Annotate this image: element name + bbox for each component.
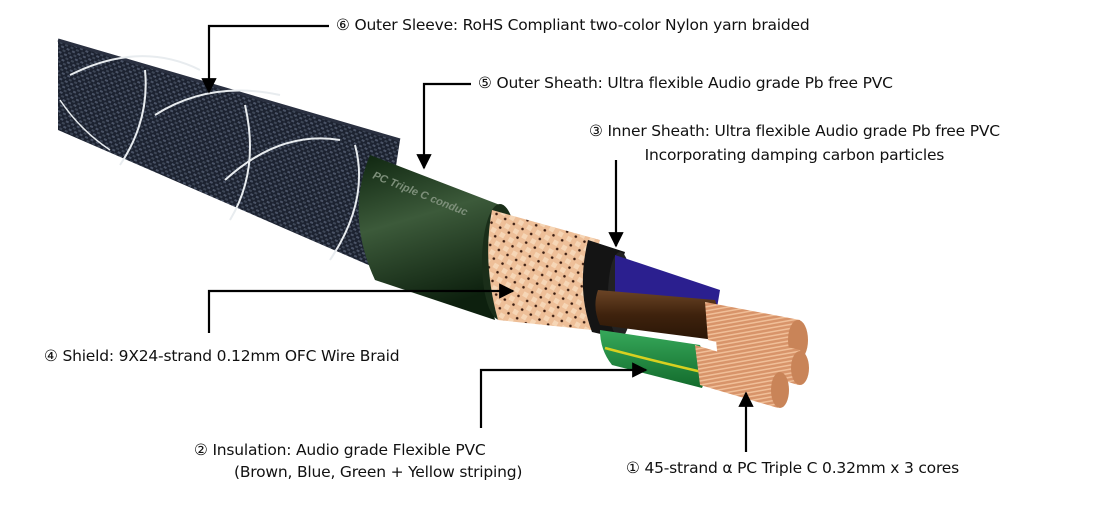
callout-insulation: ② Insulation: Audio grade Flexible PVC (…	[194, 440, 522, 482]
core-brown	[595, 290, 719, 340]
callout-number: ④	[44, 347, 58, 365]
callout-text-line2: Incorporating damping carbon particles	[644, 146, 945, 164]
callout-text: 9X24-strand 0.12mm OFC Wire Braid	[118, 347, 400, 365]
callout-text: RoHS Compliant two-color Nylon yarn brai…	[462, 16, 810, 34]
callout-outer-sleeve: ⑥ Outer Sleeve: RoHS Compliant two-color…	[336, 15, 810, 35]
callout-shield: ④ Shield: 9X24-strand 0.12mm OFC Wire Br…	[44, 346, 400, 366]
leader-line-4	[207, 283, 515, 333]
callout-outer-sheath: ⑤ Outer Sheath: Ultra flexible Audio gra…	[478, 73, 893, 93]
callout-title: Outer Sleeve:	[354, 16, 458, 34]
callout-number: ③	[589, 122, 603, 140]
leader-line-2	[479, 362, 648, 428]
callout-text: 45-strand α PC Triple C 0.32mm x 3 cores	[644, 459, 960, 477]
callout-number: ①	[626, 459, 640, 477]
core-green	[600, 330, 706, 388]
leader-line-6	[201, 24, 329, 94]
conductor-strands	[695, 302, 809, 408]
leader-line-5	[416, 82, 471, 170]
callout-number: ⑥	[336, 16, 350, 34]
callout-text: Audio grade Flexible PVC	[295, 441, 486, 459]
outer-sheath: PC Triple C conduc	[358, 155, 500, 320]
callout-text-line2: (Brown, Blue, Green + Yellow striping)	[234, 463, 523, 481]
callout-title: Shield:	[62, 347, 114, 365]
callout-conductor: ① 45-strand α PC Triple C 0.32mm x 3 cor…	[626, 458, 959, 478]
callout-text: Ultra flexible Audio grade Pb free PVC	[607, 74, 893, 92]
shield-braid	[482, 204, 600, 330]
callout-title: Inner Sheath:	[607, 122, 710, 140]
callout-inner-sheath: ③ Inner Sheath: Ultra flexible Audio gra…	[589, 121, 1000, 165]
callout-title: Insulation:	[212, 441, 292, 459]
callout-number: ②	[194, 441, 208, 459]
callout-title: Outer Sheath:	[496, 74, 603, 92]
callout-number: ⑤	[478, 74, 492, 92]
outer-sleeve	[57, 38, 401, 270]
leader-lines	[201, 24, 754, 452]
callout-text: Ultra flexible Audio grade Pb free PVC	[714, 122, 1000, 140]
